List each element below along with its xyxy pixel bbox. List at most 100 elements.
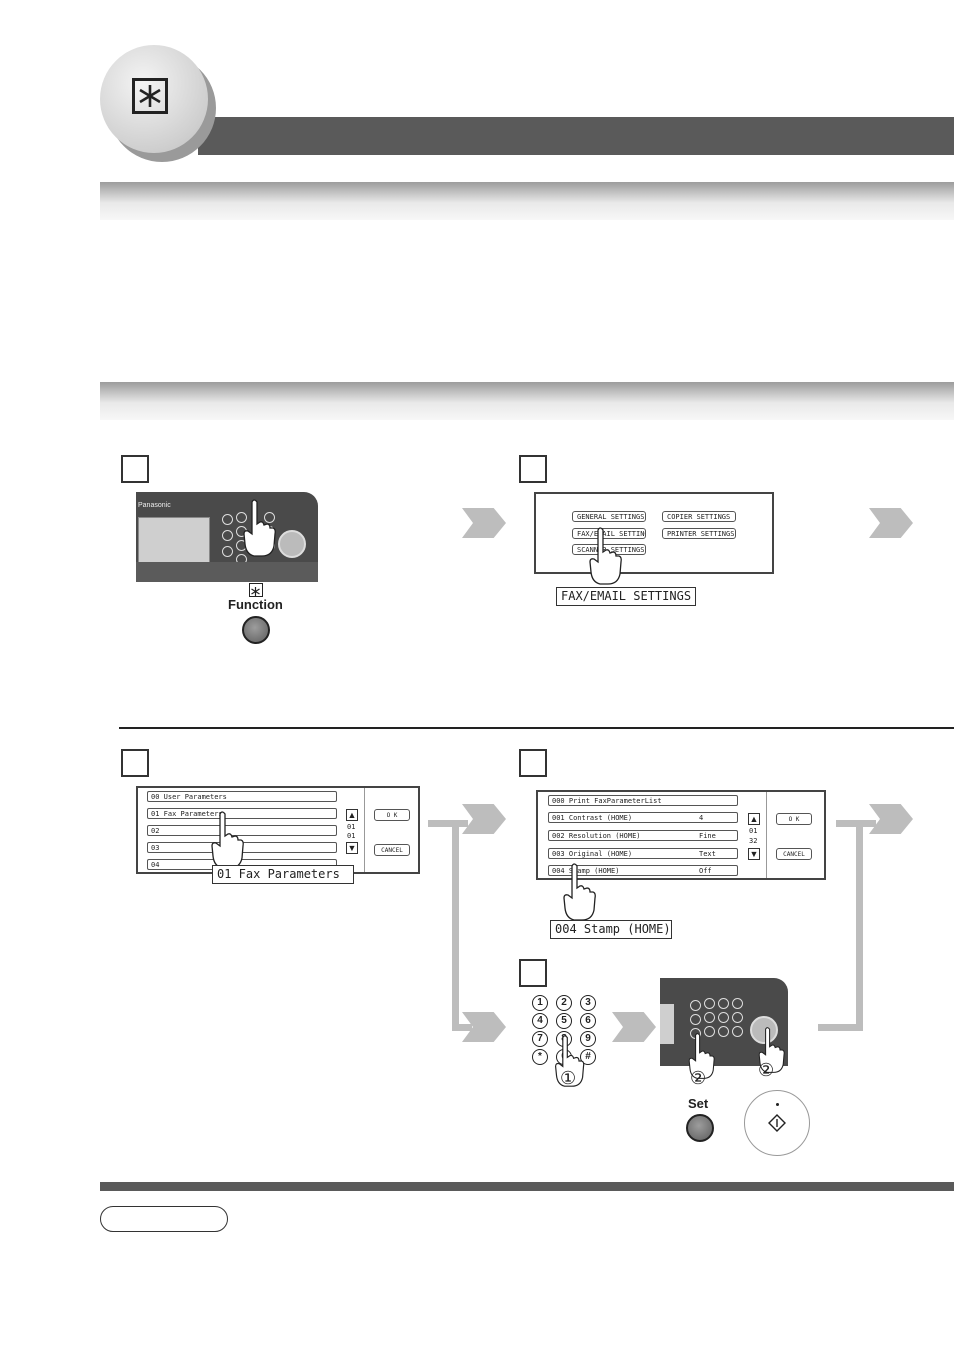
pointing-hand-icon: [243, 499, 276, 557]
control-panel-1: Panasonic: [136, 492, 318, 582]
row-user-parameters[interactable]: 00 User Parameters: [147, 791, 337, 802]
screen-divider: [766, 792, 767, 878]
key-3[interactable]: 3: [580, 995, 596, 1011]
row-fax-parameters[interactable]: 01 Fax Parameters: [147, 808, 337, 819]
arrow-chevron-5: [869, 804, 913, 834]
pointing-hand-icon: [758, 1027, 785, 1073]
start-key: [278, 530, 306, 558]
callout-stamp-home: 004 Stamp (HOME): [550, 920, 672, 939]
marker-1: ①: [560, 1068, 577, 1088]
panel-key: [704, 1026, 715, 1037]
pointing-hand-icon: [589, 527, 622, 585]
arrow-chevron-1: [462, 508, 506, 538]
callout-fax-email: FAX/EMAIL SETTINGS: [556, 587, 696, 606]
panel-key: [264, 512, 275, 523]
panel-key: [222, 514, 233, 525]
step-box-5: [519, 959, 547, 987]
marker-2a: ②: [690, 1068, 707, 1088]
panel-key: [718, 1012, 729, 1023]
function-label: Function: [228, 597, 283, 612]
fax-parameters-screen: 000 Print FaxParameterList 001 Contrast …: [536, 790, 826, 880]
screen-divider: [364, 788, 365, 872]
pointing-hand-icon: [555, 1035, 585, 1087]
page-top: 01: [749, 827, 758, 835]
divider: [119, 727, 954, 729]
row-label: 004 Stamp (HOME): [552, 867, 620, 875]
key-7[interactable]: 7: [532, 1031, 548, 1047]
row-000[interactable]: 000 Print FaxParameterList: [548, 795, 738, 806]
pointing-hand-icon: [688, 1033, 715, 1079]
set-label: Set: [688, 1096, 709, 1111]
panel-brand: Panasonic: [138, 502, 171, 509]
start-diamond-icon: [768, 1114, 786, 1132]
key-4[interactable]: 4: [532, 1013, 548, 1029]
function-key-icon: [132, 78, 168, 114]
footer-bar: [100, 1182, 954, 1191]
panel-key: [690, 1000, 701, 1011]
function-button[interactable]: [242, 616, 270, 644]
panel-key: [690, 1014, 701, 1025]
menu-fax-email-settings[interactable]: FAX/EMAIL SETTINGS: [572, 528, 646, 539]
menu-printer-settings[interactable]: PRINTER SETTINGS: [662, 528, 736, 539]
scroll-down-icon[interactable]: ▼: [346, 842, 358, 854]
key-9[interactable]: 9: [580, 1031, 596, 1047]
panel-lcd-edge: [660, 1004, 674, 1044]
row-02[interactable]: 02: [147, 825, 337, 836]
row-label: 000 Print FaxParameterList: [552, 797, 662, 805]
menu-general-settings[interactable]: GENERAL SETTINGS: [572, 511, 646, 522]
scroll-down-icon[interactable]: ▼: [748, 848, 760, 860]
key-6[interactable]: 6: [580, 1013, 596, 1029]
key-2[interactable]: 2: [556, 995, 572, 1011]
panel-key: [732, 1012, 743, 1023]
ok-button[interactable]: O K: [374, 809, 410, 821]
row-001[interactable]: 001 Contrast (HOME)4: [548, 812, 738, 823]
branch-line: [856, 820, 863, 1030]
control-panel-2: [660, 978, 788, 1066]
page-bottom: 01: [347, 832, 356, 840]
row-value: Fine: [699, 832, 716, 840]
set-button[interactable]: [686, 1114, 714, 1142]
key-star[interactable]: *: [532, 1049, 548, 1065]
panel-footer: [136, 562, 318, 582]
scroll-up-icon[interactable]: ▲: [346, 809, 358, 821]
panel-key: [732, 998, 743, 1009]
pointing-hand-icon: [211, 811, 244, 869]
step-box-1: [121, 455, 149, 483]
row-002[interactable]: 002 Resolution (HOME)Fine: [548, 830, 738, 841]
step-box-4: [519, 749, 547, 777]
start-dot: [776, 1103, 779, 1106]
key-5[interactable]: 5: [556, 1013, 572, 1029]
scroll-up-icon[interactable]: ▲: [748, 813, 760, 825]
row-004[interactable]: 004 Stamp (HOME)Off: [548, 865, 738, 876]
pointing-hand-icon: [563, 863, 596, 921]
cancel-button[interactable]: CANCEL: [374, 844, 410, 856]
arrow-chevron-6: [612, 1012, 656, 1042]
parameters-screen: 00 User Parameters 01 Fax Parameters 02 …: [136, 786, 420, 874]
page-bottom: 32: [749, 837, 758, 845]
branch-line: [428, 820, 468, 827]
ok-button[interactable]: O K: [776, 813, 812, 825]
callout-fax-parameters: 01 Fax Parameters: [212, 865, 354, 884]
start-key: [750, 1016, 778, 1044]
panel-key: [704, 1012, 715, 1023]
menu-copier-settings[interactable]: COPIER SETTINGS: [662, 511, 736, 522]
key-hash[interactable]: #: [580, 1049, 596, 1065]
step-box-2: [519, 455, 547, 483]
cancel-button[interactable]: CANCEL: [776, 848, 812, 860]
header-bar: [198, 117, 954, 155]
branch-line: [452, 820, 459, 1030]
row-003[interactable]: 003 Original (HOME)Text: [548, 848, 738, 859]
settings-screen: GENERAL SETTINGS COPIER SETTINGS FAX/EMA…: [534, 492, 774, 574]
key-1[interactable]: 1: [532, 995, 548, 1011]
row-value: 4: [699, 814, 704, 822]
panel-key: [732, 1026, 743, 1037]
panel-lcd: [138, 517, 210, 563]
panel-key: [236, 512, 247, 523]
function-small-icon: [249, 583, 263, 597]
page-top: 01: [347, 823, 356, 831]
section-band-2: [100, 382, 954, 420]
panel-key: [704, 998, 715, 1009]
panel-key: [718, 1026, 729, 1037]
start-button[interactable]: [744, 1090, 810, 1156]
panel-key: [222, 530, 233, 541]
